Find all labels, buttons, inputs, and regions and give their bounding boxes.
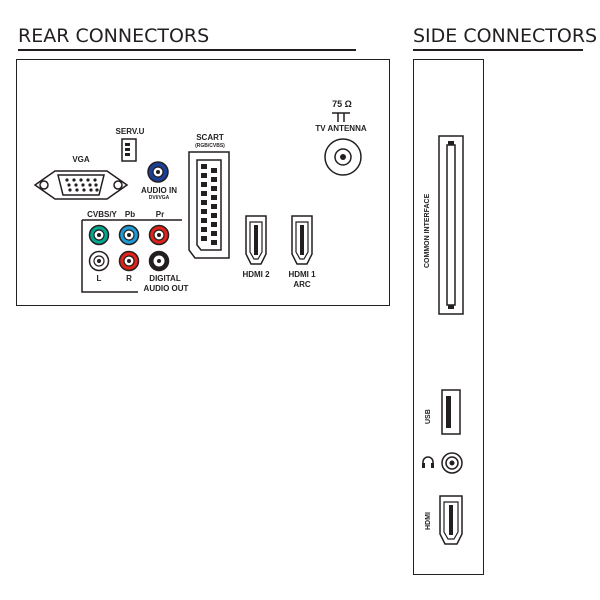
rear-panel: [16, 59, 390, 306]
rear-connectors-title: REAR CONNECTORS: [18, 25, 210, 47]
scart-label: SCART: [196, 133, 224, 142]
r-label: R: [126, 274, 132, 283]
rca-jack-icon[interactable]: [148, 224, 170, 246]
vga-label: VGA: [72, 155, 90, 164]
pb-label: Pb: [124, 210, 136, 219]
hdmi2-label: HDMI 2: [242, 270, 270, 279]
hdmi-port-icon[interactable]: [438, 494, 464, 546]
side-hdmi-label: HDMI: [425, 512, 432, 530]
service-port-icon[interactable]: [121, 138, 137, 162]
usb-label: USB: [425, 409, 432, 424]
serv-u-label: SERV.U: [115, 127, 145, 136]
antenna-port-icon[interactable]: [323, 137, 363, 177]
digital-label: DIGITAL: [149, 274, 181, 283]
pr-label: Pr: [155, 210, 165, 219]
digital-audio-out-icon[interactable]: [148, 250, 170, 272]
l-label: L: [96, 274, 102, 283]
vga-port-icon[interactable]: [33, 167, 129, 203]
common-interface-slot-icon[interactable]: [438, 135, 464, 315]
rca-jack-icon[interactable]: [88, 224, 110, 246]
rear-title-underline: [18, 49, 356, 51]
hdmi-port-icon[interactable]: [290, 214, 314, 266]
audio-in-jack-icon[interactable]: [146, 160, 170, 184]
common-interface-label: COMMON INTERFACE: [424, 193, 431, 268]
arc-label: ARC: [293, 280, 311, 289]
headphone-jack-icon[interactable]: [441, 452, 463, 474]
hdmi-port-icon[interactable]: [244, 214, 268, 266]
audio-in-sub-label: DVI/VGA: [148, 195, 170, 201]
scart-port-icon[interactable]: [187, 150, 231, 260]
side-connectors-title: SIDE CONNECTORS: [413, 25, 598, 47]
tv-antenna-label: TV ANTENNA: [315, 124, 367, 133]
side-panel: [413, 59, 484, 575]
scart-sub-label: (RGB/CVBS): [195, 143, 225, 149]
side-title-underline: [413, 49, 583, 51]
antenna-symbol-icon: [332, 112, 350, 122]
usb-port-icon[interactable]: [441, 389, 461, 435]
rca-jack-icon[interactable]: [118, 250, 140, 272]
rca-jack-icon[interactable]: [88, 250, 110, 272]
audio-out-label: AUDIO OUT: [143, 284, 189, 293]
audio-in-label: AUDIO IN: [141, 186, 177, 195]
hdmi1-label: HDMI 1: [288, 270, 316, 279]
rca-jack-icon[interactable]: [118, 224, 140, 246]
cvbs-y-label: CVBS/Y: [87, 210, 117, 219]
ohm-label: 75 Ω: [332, 99, 352, 109]
av-bracket-lines: [81, 219, 182, 293]
headphone-icon: [422, 456, 434, 468]
